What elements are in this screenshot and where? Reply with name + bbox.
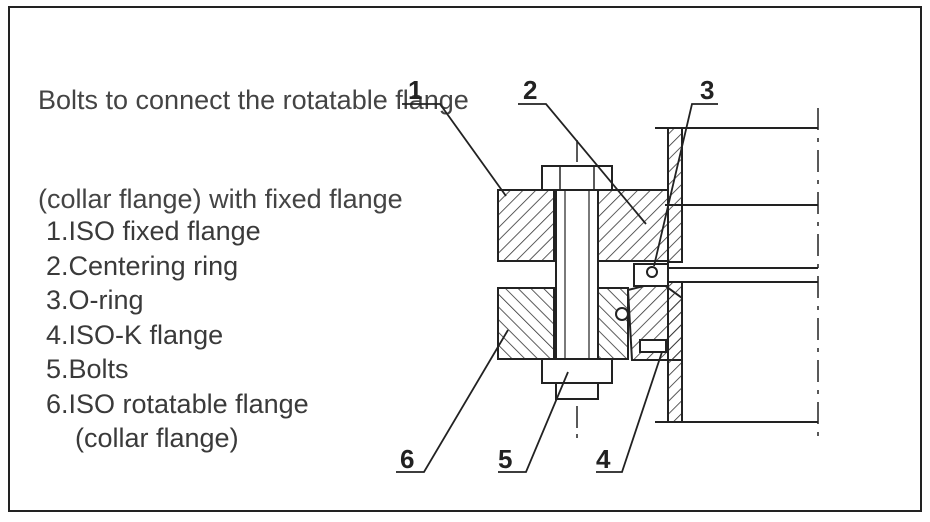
legend-item-centering-ring: 2.Centering ring	[46, 250, 239, 281]
callout-5: 5	[498, 444, 512, 474]
legend-item-o-ring: 3.O-ring	[46, 285, 144, 315]
leader-4	[596, 351, 663, 473]
leader-2	[518, 103, 647, 225]
legend-item-iso-k-flange: 4.ISO-K flange	[46, 319, 224, 350]
leader-5	[498, 371, 569, 473]
callout-1: 1	[408, 75, 422, 105]
callout-3: 3	[700, 75, 714, 105]
leader-3	[653, 103, 718, 267]
parts-legend: 1.ISO fixed flange 2.Centering ring 3.O-…	[46, 214, 309, 456]
o-ring	[615, 266, 658, 321]
callout-6: 6	[400, 444, 414, 474]
leader-6	[396, 329, 509, 473]
diagram-frame	[8, 6, 922, 512]
title-line-1: Bolts to connect the rotatable flange	[38, 85, 469, 115]
title-line-2: (collar flange) with fixed flange	[38, 184, 403, 214]
legend-item-fixed-flange: 1.ISO fixed flange	[46, 216, 261, 246]
bolt	[541, 165, 613, 400]
diagram-title: Bolts to connect the rotatable flange (c…	[38, 18, 469, 249]
legend-item-collar-flange: (collar flange)	[75, 423, 239, 453]
callout-4: 4	[596, 444, 611, 474]
legend-item-rotatable-flange: 6.ISO rotatable flange	[46, 388, 309, 419]
callout-2: 2	[523, 75, 537, 105]
leader-1	[402, 103, 507, 197]
legend-item-bolts: 5.Bolts	[46, 354, 129, 384]
iso-k-flange	[626, 280, 683, 423]
